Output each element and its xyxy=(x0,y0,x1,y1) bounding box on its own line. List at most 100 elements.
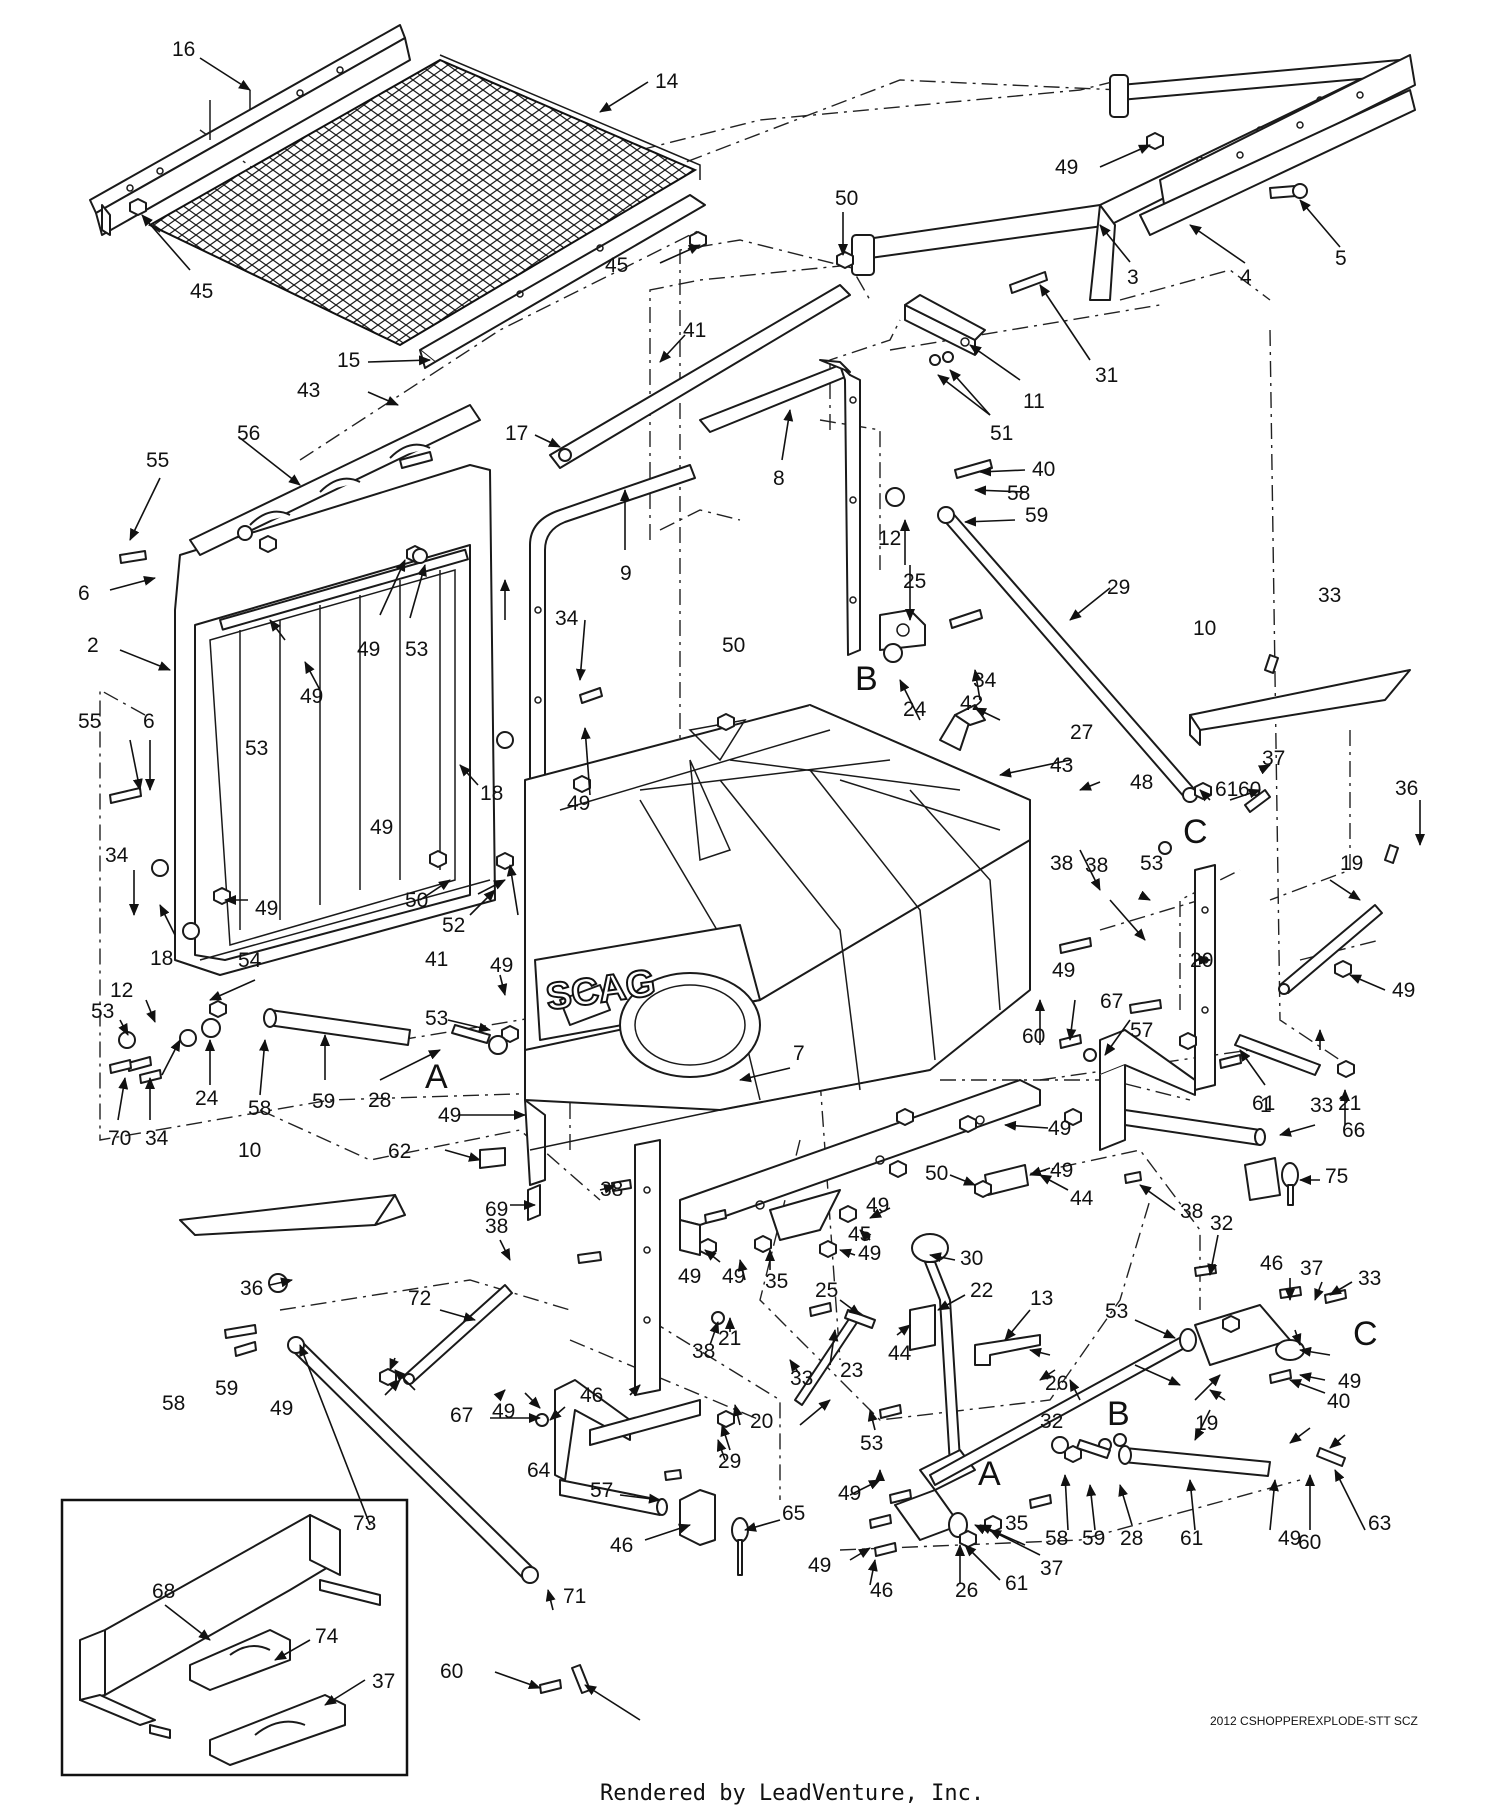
connection-marks: A B C C B A xyxy=(425,660,1378,1493)
callout: 34 xyxy=(145,1127,169,1150)
part-56-hinge-strip xyxy=(189,404,481,556)
callout: 67 xyxy=(1100,990,1123,1013)
callout: 46 xyxy=(1260,1252,1283,1275)
callout: 60 xyxy=(440,1660,463,1683)
callout: 19 xyxy=(1195,1412,1218,1435)
callout: 58 xyxy=(162,1392,185,1415)
callout: 55 xyxy=(78,710,101,733)
callout: 50 xyxy=(925,1162,948,1185)
callout: 32 xyxy=(1210,1212,1233,1235)
callout: 59 xyxy=(1025,504,1048,527)
callout: 16 xyxy=(172,38,195,61)
callout: 26 xyxy=(1045,1372,1068,1395)
callout: 68 xyxy=(152,1580,175,1603)
callout: 30 xyxy=(960,1247,983,1270)
part-1-hopper-tank: SCAG xyxy=(524,704,1031,1186)
callout: 49 xyxy=(1050,1159,1073,1182)
callout: 49 xyxy=(492,1400,515,1423)
callout: 1 xyxy=(1260,1094,1272,1117)
callout: 6 xyxy=(143,710,155,733)
callout: 38 xyxy=(1180,1200,1203,1223)
callout: 49 xyxy=(300,685,323,708)
callout: 61 xyxy=(1215,778,1238,801)
callout: 24 xyxy=(195,1087,219,1110)
callout: 38 xyxy=(485,1215,508,1238)
callout: 61 xyxy=(1180,1527,1203,1550)
callout: 60 xyxy=(1022,1025,1045,1048)
callout: 21 xyxy=(1338,1092,1361,1115)
callout: 43 xyxy=(297,379,320,402)
callout: 18 xyxy=(480,782,503,805)
callout: 15 xyxy=(337,349,360,372)
callout: 58 xyxy=(1007,482,1030,505)
callout: 29 xyxy=(1107,576,1130,599)
callout: 50 xyxy=(835,187,858,210)
callout: 36 xyxy=(240,1277,263,1300)
part-2-door-frame xyxy=(174,464,496,976)
part-10-angle-left xyxy=(179,1194,406,1236)
callout: 2 xyxy=(87,634,99,657)
callout: 64 xyxy=(527,1459,551,1482)
callout: 25 xyxy=(903,570,926,593)
callout: 7 xyxy=(793,1042,805,1065)
callout: 49 xyxy=(866,1194,889,1217)
callout: 24 xyxy=(903,698,927,721)
callout: 10 xyxy=(238,1139,261,1162)
callout: 29 xyxy=(718,1450,741,1473)
part-13-cross-rod xyxy=(929,1304,1305,1486)
callout: 61 xyxy=(1252,1092,1275,1115)
callout: 17 xyxy=(505,422,528,445)
callout: 49 xyxy=(567,792,590,815)
callout: 49 xyxy=(370,816,393,839)
callout: 26 xyxy=(955,1579,978,1602)
callout: 49 xyxy=(1052,959,1075,982)
part-71-mount-right xyxy=(1099,1029,1266,1151)
callout: 31 xyxy=(1095,364,1118,387)
callout: 53 xyxy=(245,737,268,760)
callout: 73 xyxy=(353,1512,376,1535)
callout: 49 xyxy=(357,638,380,661)
callout: 60 xyxy=(1298,1531,1321,1554)
callout: 57 xyxy=(1130,1019,1153,1042)
callout: 12 xyxy=(110,979,133,1002)
callout-labels: 16 14 45 45 15 50 41 49 3 4 5 31 11 51 4… xyxy=(78,38,1418,1693)
callout: 49 xyxy=(1392,979,1415,1002)
part-9-side-frame xyxy=(529,464,696,801)
connection-mark-b-lower: B xyxy=(1107,1395,1130,1433)
callout: 11 xyxy=(1023,390,1045,413)
callout: 34 xyxy=(973,669,997,692)
callout: 75 xyxy=(1325,1165,1348,1188)
callout: 58 xyxy=(248,1097,271,1120)
callout: 35 xyxy=(765,1270,788,1293)
part-28-rod-right xyxy=(1118,1445,1271,1477)
callout: 53 xyxy=(860,1432,883,1455)
callout: 70 xyxy=(108,1127,131,1150)
callout: 40 xyxy=(1032,458,1055,481)
callout: 67 xyxy=(450,1404,473,1427)
callout: 46 xyxy=(870,1579,893,1602)
brand-logo: SCAG xyxy=(543,962,658,1019)
callout: 49 xyxy=(438,1104,461,1127)
callout: 72 xyxy=(408,1287,431,1310)
callout: 28 xyxy=(368,1089,391,1112)
part-21-brace-left xyxy=(794,1309,863,1406)
inset-detail xyxy=(60,1498,409,1777)
leader-arrows xyxy=(109,57,1425,1721)
callout: 45 xyxy=(848,1223,871,1246)
callout: 50 xyxy=(722,634,745,657)
callout: 27 xyxy=(1070,721,1093,744)
callout: 49 xyxy=(490,954,513,977)
callout: 41 xyxy=(425,948,448,971)
callout: 40 xyxy=(1327,1390,1350,1413)
callout: 38 xyxy=(600,1178,623,1201)
callout: 12 xyxy=(878,527,901,550)
callout: 8 xyxy=(773,467,785,490)
callout: 74 xyxy=(315,1625,339,1648)
callout: 43 xyxy=(1050,754,1073,777)
part-5-pin xyxy=(1269,183,1308,199)
callout: 49 xyxy=(1338,1370,1361,1393)
callout: 5 xyxy=(1335,247,1347,270)
callout: 3 xyxy=(1127,266,1139,289)
callout: 37 xyxy=(372,1670,395,1693)
connection-mark-c: C xyxy=(1183,813,1208,851)
